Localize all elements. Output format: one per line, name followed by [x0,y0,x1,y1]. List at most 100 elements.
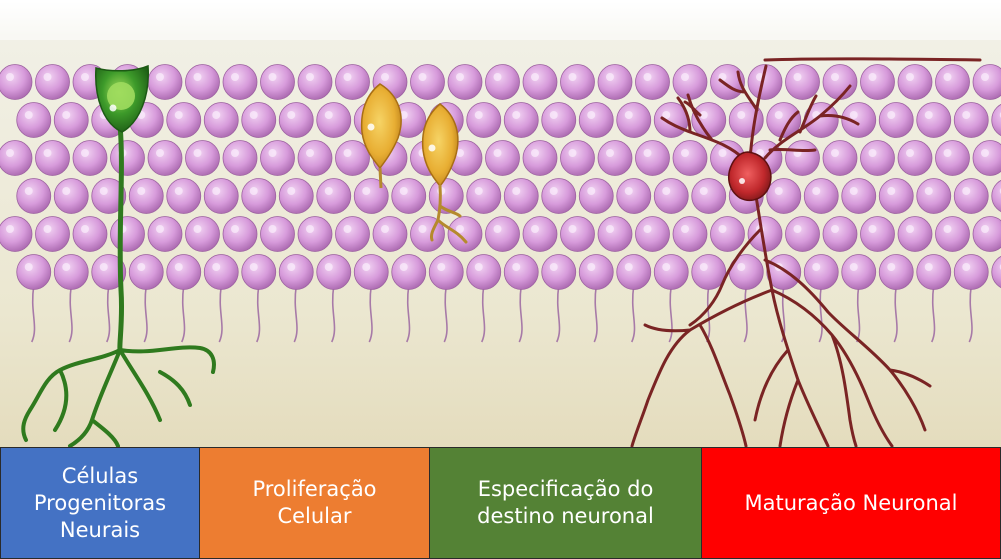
cell-highlight [625,111,633,119]
cell-highlight [569,73,577,81]
cell-highlight [775,111,783,119]
neuroepithelial-cell [823,217,857,252]
cell-highlight [494,73,502,81]
cell-highlight [531,149,539,157]
cell-highlight [606,225,614,233]
cell-highlight [962,263,970,271]
neuroepithelial-cell [223,65,257,100]
neuroepithelial-cell [936,217,970,252]
neuroepithelial-cell [336,217,370,252]
neuroepithelial-cell [504,103,538,138]
stage-label: Proliferação Celular [252,476,376,530]
neuroepithelial-cell [861,217,895,252]
neuroepithelial-cell [167,103,201,138]
cell-highlight [212,263,220,271]
cell-highlight [44,149,52,157]
cell-highlight [869,73,877,81]
neuroepithelial-cell [0,65,32,100]
cell-highlight [6,225,14,233]
neuroepithelial-cell [429,255,463,290]
cell-highlight [156,225,164,233]
neuroepithelial-cell [317,179,351,214]
cell-highlight [644,225,652,233]
cell-highlight [456,225,464,233]
neuroepithelial-cell [617,179,651,214]
cell-highlight [287,111,295,119]
cell-highlight [944,149,952,157]
neuroepithelial-cell [804,179,838,214]
cell-highlight [812,263,820,271]
cell-highlight [269,73,277,81]
neuroepithelial-cell [486,65,520,100]
cell-highlight [606,149,614,157]
cell-highlight [250,187,258,195]
neuroepithelial-cell [786,217,820,252]
cell-highlight [6,73,14,81]
cell-highlight [287,263,295,271]
neuroepithelial-cell [17,255,51,290]
cell-highlight [644,73,652,81]
cell-highlight [981,73,989,81]
cell-highlight [306,225,314,233]
neuroepithelial-cell [467,103,501,138]
cell-highlight [944,225,952,233]
neuroepithelial-cell [36,217,70,252]
cell-highlight [569,149,577,157]
neuroepithelial-cell [504,179,538,214]
cell-highlight [719,149,727,157]
neuroepithelial-cell [167,179,201,214]
cell-highlight [587,187,595,195]
cell-highlight [269,149,277,157]
cell-highlight [906,73,914,81]
neuroepithelial-cell [17,103,51,138]
stage-neuronal-fate-specification: Especificação do destino neuronal [429,447,702,559]
cell-highlight [400,187,408,195]
cell-highlight [550,187,558,195]
neuroepithelial-cell [654,179,688,214]
cell-highlight [625,263,633,271]
cell-highlight [250,111,258,119]
cell-highlight [81,225,89,233]
neuroepithelial-cell [223,141,257,176]
neuroepithelial-cell [261,65,295,100]
neuroepithelial-cell [542,255,576,290]
cell-highlight [644,149,652,157]
neuroepithelial-cell [54,255,88,290]
neurodevelopment-diagram [0,0,1001,447]
cell-highlight [794,225,802,233]
neuroepithelial-cell [579,179,613,214]
neuroepithelial-cell [504,255,538,290]
neuroepithelial-cell [223,217,257,252]
neuroepithelial-cell [0,217,32,252]
neuroepithelial-cell [148,65,182,100]
cell-highlight [850,263,858,271]
cell-highlight [212,111,220,119]
cell-highlight [850,187,858,195]
neuroepithelial-cell [954,255,988,290]
cell-highlight [137,263,145,271]
neuroepithelial-cell [242,179,276,214]
cell-highlight [700,263,708,271]
cell-highlight [175,187,183,195]
neuroepithelial-cell [204,103,238,138]
neuroepithelial-cell [879,179,913,214]
neuroepithelial-cell [298,65,332,100]
neuroepithelial-cell [598,65,632,100]
cell-highlight [287,187,295,195]
cell-highlight [569,225,577,233]
neuroepithelial-cell [636,141,670,176]
stage-progenitor-cells: Células Progenitoras Neurais [0,447,200,559]
neuroepithelial-cell [242,255,276,290]
neuroepithelial-cell [73,141,107,176]
cell-highlight [325,263,333,271]
neuroepithelial-cell [186,65,220,100]
cell-highlight [531,73,539,81]
neuroepithelial-cell [336,65,370,100]
neuroepithelial-cell [636,65,670,100]
neuroepithelial-cell [917,255,951,290]
cell-highlight [531,225,539,233]
neuroepithelial-cell [673,65,707,100]
neuroepithelial-cell [917,103,951,138]
neuroepithelial-cell [204,179,238,214]
cell-highlight [887,187,895,195]
